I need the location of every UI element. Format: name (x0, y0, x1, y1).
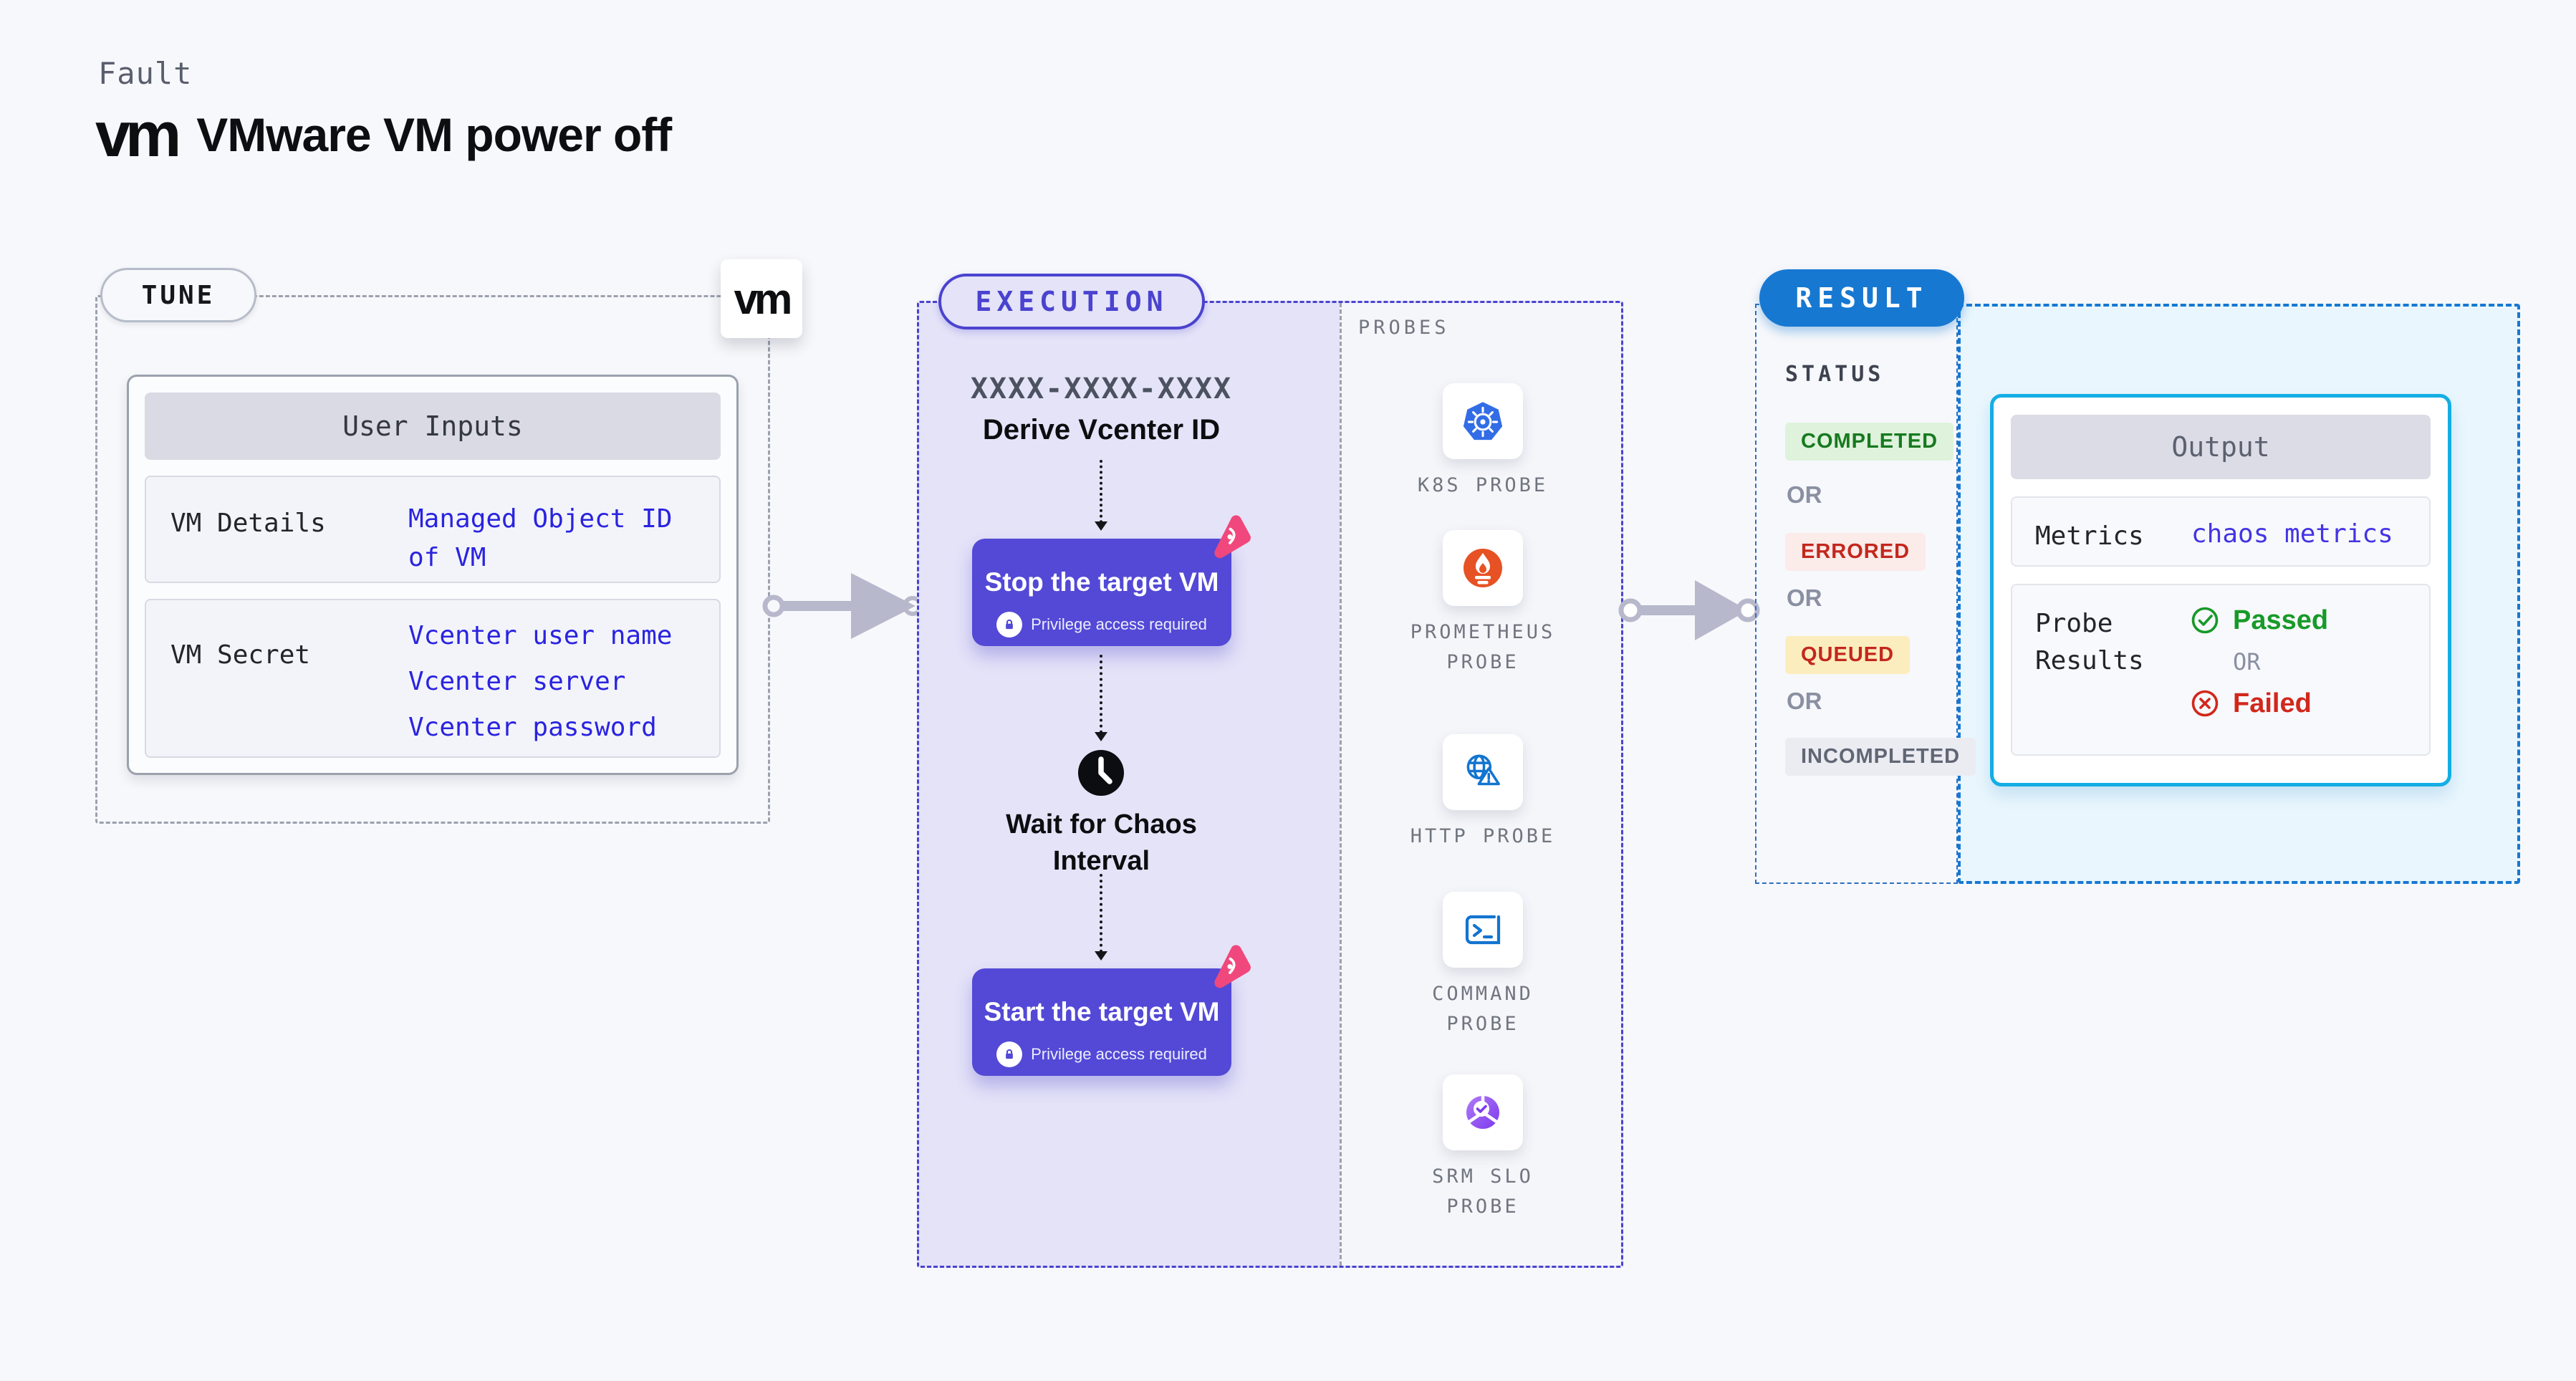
probe-item-k8s: K8S PROBE (1347, 383, 1619, 501)
privilege-note-text: Privilege access required (1031, 615, 1207, 633)
probe-item-prometheus: PROMETHEUS PROBE (1347, 530, 1619, 678)
lock-icon (996, 612, 1023, 637)
probe-label: K8S PROBE (1417, 474, 1549, 496)
status-label: STATUS (1785, 362, 1885, 387)
or-label: OR (1787, 688, 1822, 714)
passed-label: Passed (2233, 605, 2329, 635)
execution-to-result-arrow (1618, 580, 1760, 640)
privilege-note: Privilege access required (972, 1041, 1231, 1067)
terminal-icon[interactable] (1443, 892, 1523, 968)
user-inputs-card: User Inputs VM Details Managed Object ID… (127, 375, 739, 775)
vm-secret-value: Vcenter user name (408, 621, 673, 650)
check-circle-icon (2191, 607, 2219, 634)
flow-connector (1095, 460, 1107, 531)
execution-pill: EXECUTION (938, 274, 1205, 329)
status-badge-errored: ERRORED (1785, 533, 1926, 571)
probes-panel-label: PROBES (1358, 317, 1450, 339)
or-label: OR (2233, 648, 2261, 675)
vm-details-row: VM Details Managed Object ID of VM (145, 476, 721, 583)
probe-results-label: Probe Results (2035, 609, 2144, 676)
wait-for-chaos-label: Wait for Chaos Interval (1006, 809, 1197, 877)
probe-label: HTTP PROBE (1410, 825, 1556, 847)
metrics-label: Metrics (2035, 521, 2144, 551)
result-pill: RESULT (1759, 269, 1964, 327)
privilege-note: Privilege access required (972, 612, 1231, 637)
vm-details-value: Managed Object ID of VM (408, 504, 673, 572)
metrics-row: Metrics chaos metrics (2011, 496, 2431, 567)
vm-secret-value: Vcenter password (408, 713, 657, 742)
user-inputs-title: User Inputs (145, 393, 721, 460)
http-globe-icon[interactable] (1443, 734, 1523, 810)
probe-item-command: COMMAND PROBE (1347, 892, 1619, 1039)
output-title: Output (2011, 415, 2431, 479)
vm-secret-values: Vcenter user name Vcenter server Vcenter… (408, 623, 695, 761)
litmus-chaos-icon (1214, 945, 1251, 988)
stop-target-vm-label: Stop the target VM (984, 567, 1219, 597)
tune-pill: TUNE (100, 268, 256, 322)
vmware-logo-icon: vm (95, 99, 181, 170)
tune-to-execution-arrow (762, 573, 923, 639)
vm-secret-row: VM Secret Vcenter user name Vcenter serv… (145, 599, 721, 758)
slo-donut-icon[interactable] (1443, 1074, 1523, 1150)
output-card: Output Metrics chaos metrics Probe Resul… (1990, 394, 2451, 786)
vm-secret-label: VM Secret (170, 640, 311, 670)
probe-label: PROMETHEUS PROBE (1410, 621, 1556, 673)
vmware-card-icon: vm (721, 259, 802, 338)
vm-details-label: VM Details (170, 509, 326, 538)
metrics-value: chaos metrics (2191, 519, 2393, 549)
flow-connector (1095, 874, 1107, 961)
probe-label: SRM SLO PROBE (1432, 1165, 1534, 1218)
prometheus-icon[interactable] (1443, 530, 1523, 606)
stop-target-vm-button[interactable]: Stop the target VM Privilege access requ… (972, 539, 1231, 646)
vm-secret-value: Vcenter server (408, 667, 626, 696)
status-badge-incompleted: INCOMPLETED (1785, 738, 1976, 776)
result-status-box (1755, 304, 1958, 884)
lock-icon (996, 1041, 1023, 1067)
tune-section-box (95, 295, 770, 824)
probe-label: COMMAND PROBE (1432, 983, 1534, 1035)
passed-row: Passed (2188, 604, 2328, 637)
probe-item-http: HTTP PROBE (1347, 734, 1619, 852)
probe-results-values: Passed OR Failed (2188, 604, 2328, 720)
failed-row: Failed (2188, 687, 2328, 720)
or-label: OR (1787, 481, 1822, 508)
privilege-note-text: Privilege access required (1031, 1045, 1207, 1063)
litmus-chaos-icon (1214, 515, 1251, 559)
start-target-vm-button[interactable]: Start the target VM Privilege access req… (972, 968, 1231, 1076)
probe-item-srm-slo: SRM SLO PROBE (1347, 1074, 1619, 1222)
or-label: OR (1787, 584, 1822, 611)
status-badge-completed: COMPLETED (1785, 423, 1954, 461)
derive-step-id: XXXX-XXXX-XXXX (970, 372, 1233, 405)
start-target-vm-label: Start the target VM (984, 997, 1220, 1026)
status-badge-queued: QUEUED (1785, 636, 1911, 674)
probe-results-row: Probe Results Passed OR Failed (2011, 584, 2431, 756)
page-header: vm VMware VM power off (95, 99, 672, 170)
fault-kicker: Fault (98, 56, 193, 91)
clock-icon (1078, 750, 1124, 796)
derive-vcenter-step: Derive Vcenter ID (982, 414, 1221, 446)
page-title: VMware VM power off (196, 107, 672, 161)
kubernetes-icon[interactable] (1443, 383, 1523, 459)
x-circle-icon (2191, 690, 2219, 717)
failed-label: Failed (2233, 688, 2312, 718)
flow-connector (1095, 655, 1107, 741)
